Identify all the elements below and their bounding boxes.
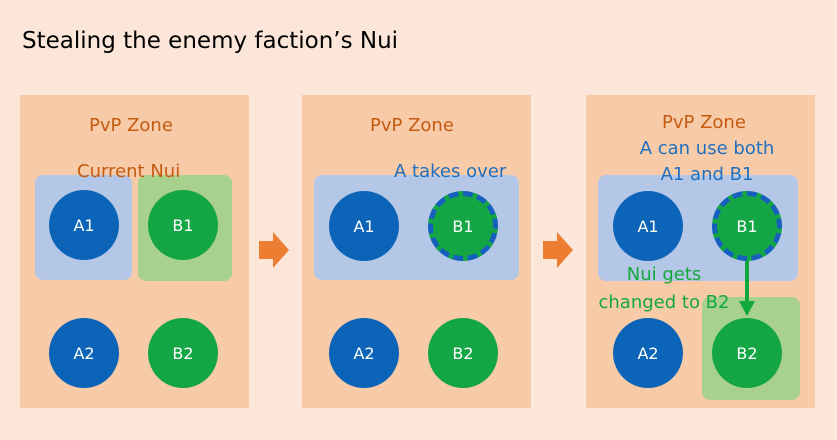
node-b2: B2 [148,318,218,388]
zone-label: PvP Zone [662,112,746,133]
caption-line: A1 and B1 [660,164,754,185]
caption-line: Nui gets [626,264,702,285]
caption-a-takes-over: A takes over [394,161,507,182]
node-a2: A2 [329,318,399,388]
node-b2: B2 [428,318,498,388]
zone-label: PvP Zone [89,115,173,136]
down-arrow-icon [739,261,755,316]
caption-current-nui: Current Nui [77,161,181,182]
caption-line: changed to B2 [598,292,730,313]
panel-current-nui: PvP Zone Current Nui A1 B1 A2 B2 [20,95,249,408]
node-a2: A2 [49,318,119,388]
caption-a-can-use-both: A can use both A1 and B1 [612,136,802,188]
node-b2: B2 [712,318,782,388]
panel-nui-changed: PvP Zone A can use both A1 and B1 A1 B1 … [586,95,815,408]
diagram-title: Stealing the enemy faction’s Nui [22,28,399,54]
caption-line: A can use both [639,138,775,159]
zone-label: PvP Zone [370,115,454,136]
node-a1: A1 [329,191,399,261]
node-a2: A2 [613,318,683,388]
node-b1-captured: B1 [712,191,782,261]
caption-nui-changed: Nui gets changed to B2 [578,261,750,317]
node-a1: A1 [613,191,683,261]
panel-a-takes-over: PvP Zone A takes over A1 B1 A2 B2 [302,95,531,408]
node-b1-captured: B1 [428,191,498,261]
node-b1: B1 [148,190,218,260]
node-a1: A1 [49,190,119,260]
